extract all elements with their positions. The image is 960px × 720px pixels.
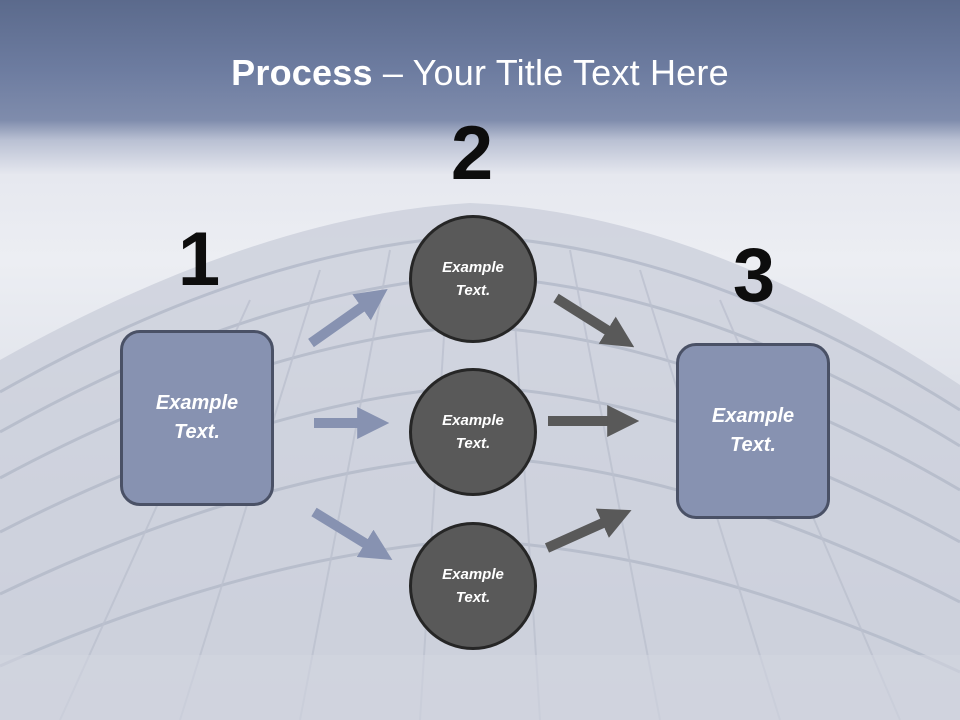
circle-bottom-line1: Example [442, 565, 504, 583]
circle-top-line1: Example [442, 258, 504, 276]
step-number-1: 1 [177, 217, 221, 302]
start-box-line2: Text. [174, 421, 220, 443]
arrow-start-to-top-icon [308, 288, 388, 348]
start-box[interactable]: Example Text. [120, 330, 274, 506]
step-circle-middle[interactable]: Example Text. [409, 368, 537, 496]
end-box[interactable]: Example Text. [676, 343, 830, 519]
arrow-start-to-bottom-icon [311, 507, 393, 561]
title-bold: Process [231, 52, 373, 93]
step-circle-bottom[interactable]: Example Text. [409, 522, 537, 650]
step-number-3: 3 [732, 233, 776, 318]
circle-middle-line1: Example [442, 411, 504, 429]
step-circle-top[interactable]: Example Text. [409, 215, 537, 343]
arrow-bottom-to-end-icon [544, 508, 632, 553]
arrow-top-to-end-icon [553, 293, 635, 348]
circle-bottom-line2: Text. [455, 589, 491, 606]
end-box-line2: Text. [730, 434, 776, 456]
circle-middle-line2: Text. [455, 435, 491, 452]
circle-top-line2: Text. [455, 282, 491, 299]
start-box-line1: Example [155, 392, 239, 414]
title-rest: – Your Title Text Here [372, 52, 729, 93]
slide-title: Process – Your Title Text Here [0, 52, 960, 94]
step-number-2: 2 [450, 111, 494, 196]
end-box-line1: Example [711, 405, 795, 427]
